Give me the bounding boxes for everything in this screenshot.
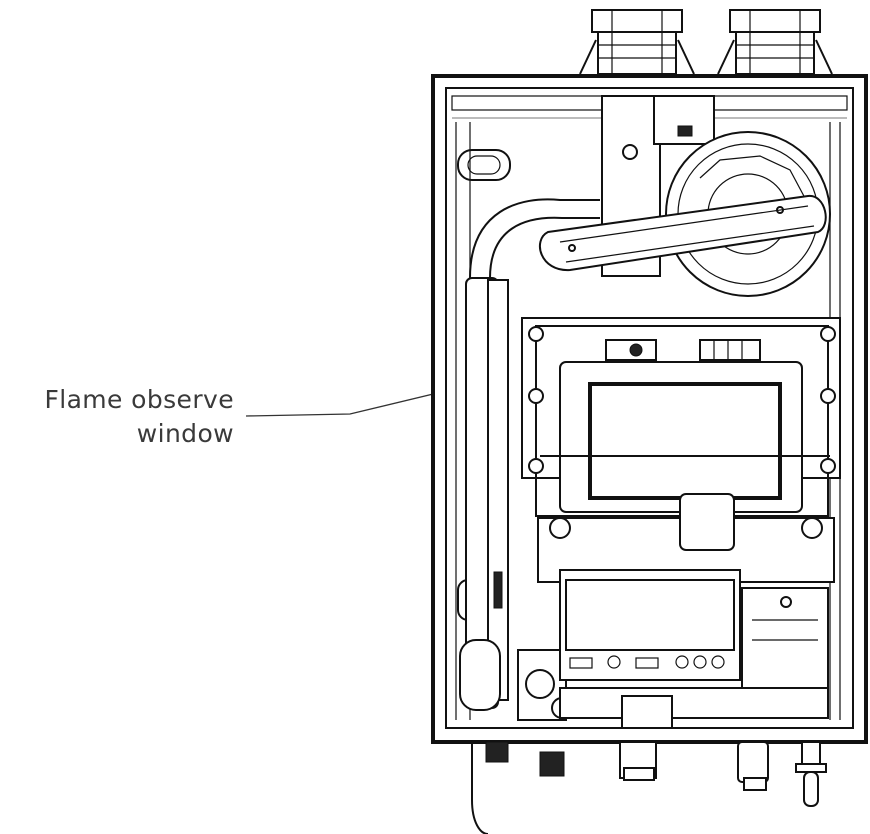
bottom-rail <box>559 687 829 719</box>
condensate-trap <box>737 741 769 791</box>
callout-label: Flame observe window <box>8 383 234 451</box>
callout-label-line-2: window <box>136 419 234 448</box>
gas-inlet-bracket <box>619 741 657 781</box>
left-riser-tube-inner <box>487 279 509 701</box>
water-connection-cold <box>471 741 509 834</box>
water-connection-hot <box>539 751 565 777</box>
left-slot-upper <box>457 149 511 181</box>
flue-pipe <box>469 194 827 279</box>
control-board <box>559 569 741 681</box>
callout-label-line-1: Flame observe <box>44 385 234 414</box>
blower-cap <box>653 95 715 145</box>
pcb-box <box>741 587 829 689</box>
igniter-block <box>699 339 761 361</box>
drain-valve <box>795 741 827 807</box>
heat-exchanger-window <box>588 382 782 500</box>
vent-collar-right <box>717 9 833 75</box>
vent-collar-left <box>579 9 695 75</box>
